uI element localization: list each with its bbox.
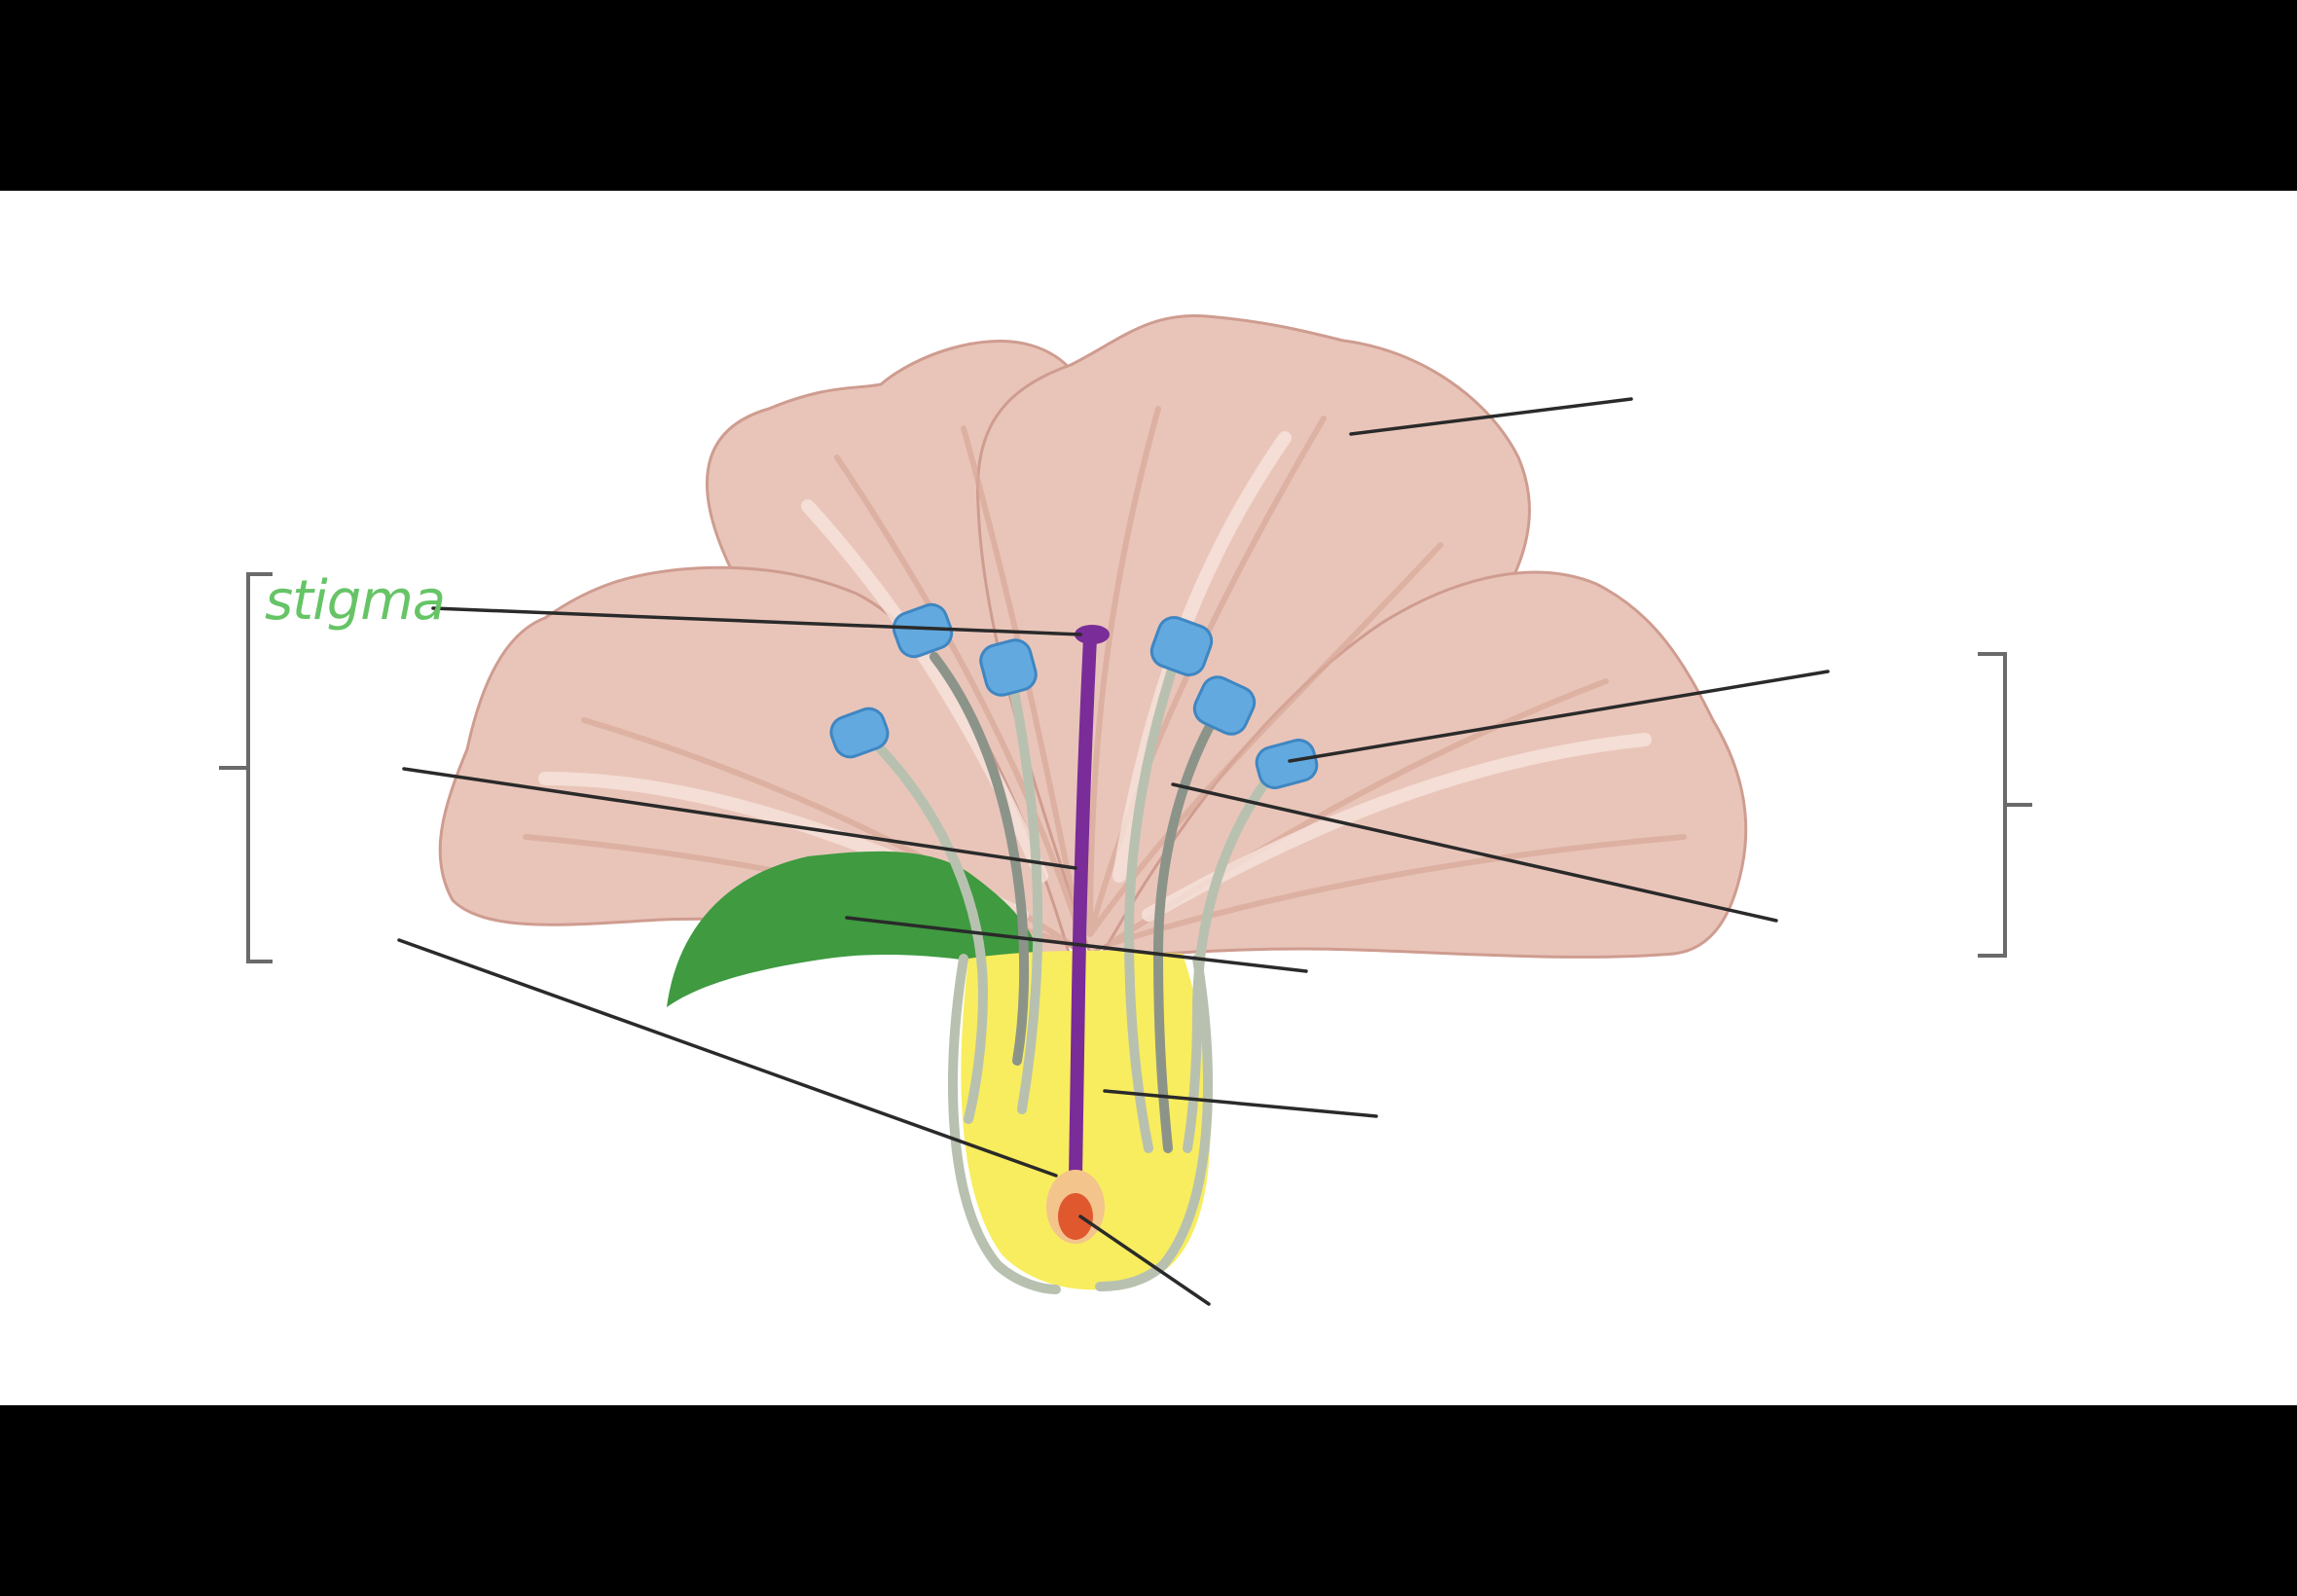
anther-4	[1149, 615, 1214, 677]
leader-filament	[1171, 782, 1778, 923]
anther-5	[1192, 675, 1257, 736]
receptacle-outline-right	[1095, 954, 1213, 1291]
stigma-tip	[1075, 625, 1110, 644]
label-stigma: stigma	[265, 569, 445, 633]
receptacle-outline	[948, 954, 1061, 1294]
anther-3	[979, 638, 1038, 697]
filament-2	[930, 652, 1030, 1066]
leader-stigma	[431, 606, 1082, 636]
leader-style	[402, 767, 1077, 870]
leader-sepal	[845, 916, 1308, 973]
leader-ovule	[1078, 1215, 1211, 1306]
bottom-letterbox	[0, 1405, 2297, 1596]
filament-6	[1183, 759, 1285, 1153]
ovule	[1058, 1193, 1093, 1240]
anther-2	[892, 602, 954, 659]
top-letterbox	[0, 0, 2297, 191]
pistil	[1046, 625, 1110, 1244]
anthers	[829, 602, 1319, 789]
filament-4	[1123, 647, 1183, 1153]
leader-petal	[1349, 397, 1633, 436]
anther-1	[829, 707, 890, 759]
sepal-leaf	[667, 851, 1041, 1007]
filaments	[857, 647, 1285, 1153]
filament-1	[857, 725, 989, 1124]
leader-anther	[1288, 670, 1830, 763]
brackets	[219, 572, 2032, 963]
leader-lines	[397, 397, 1830, 1306]
leader-receptacle	[1103, 1089, 1378, 1118]
style	[1069, 631, 1097, 1184]
bracket-stamen	[1978, 652, 2007, 958]
leader-ovary	[397, 938, 1058, 1178]
